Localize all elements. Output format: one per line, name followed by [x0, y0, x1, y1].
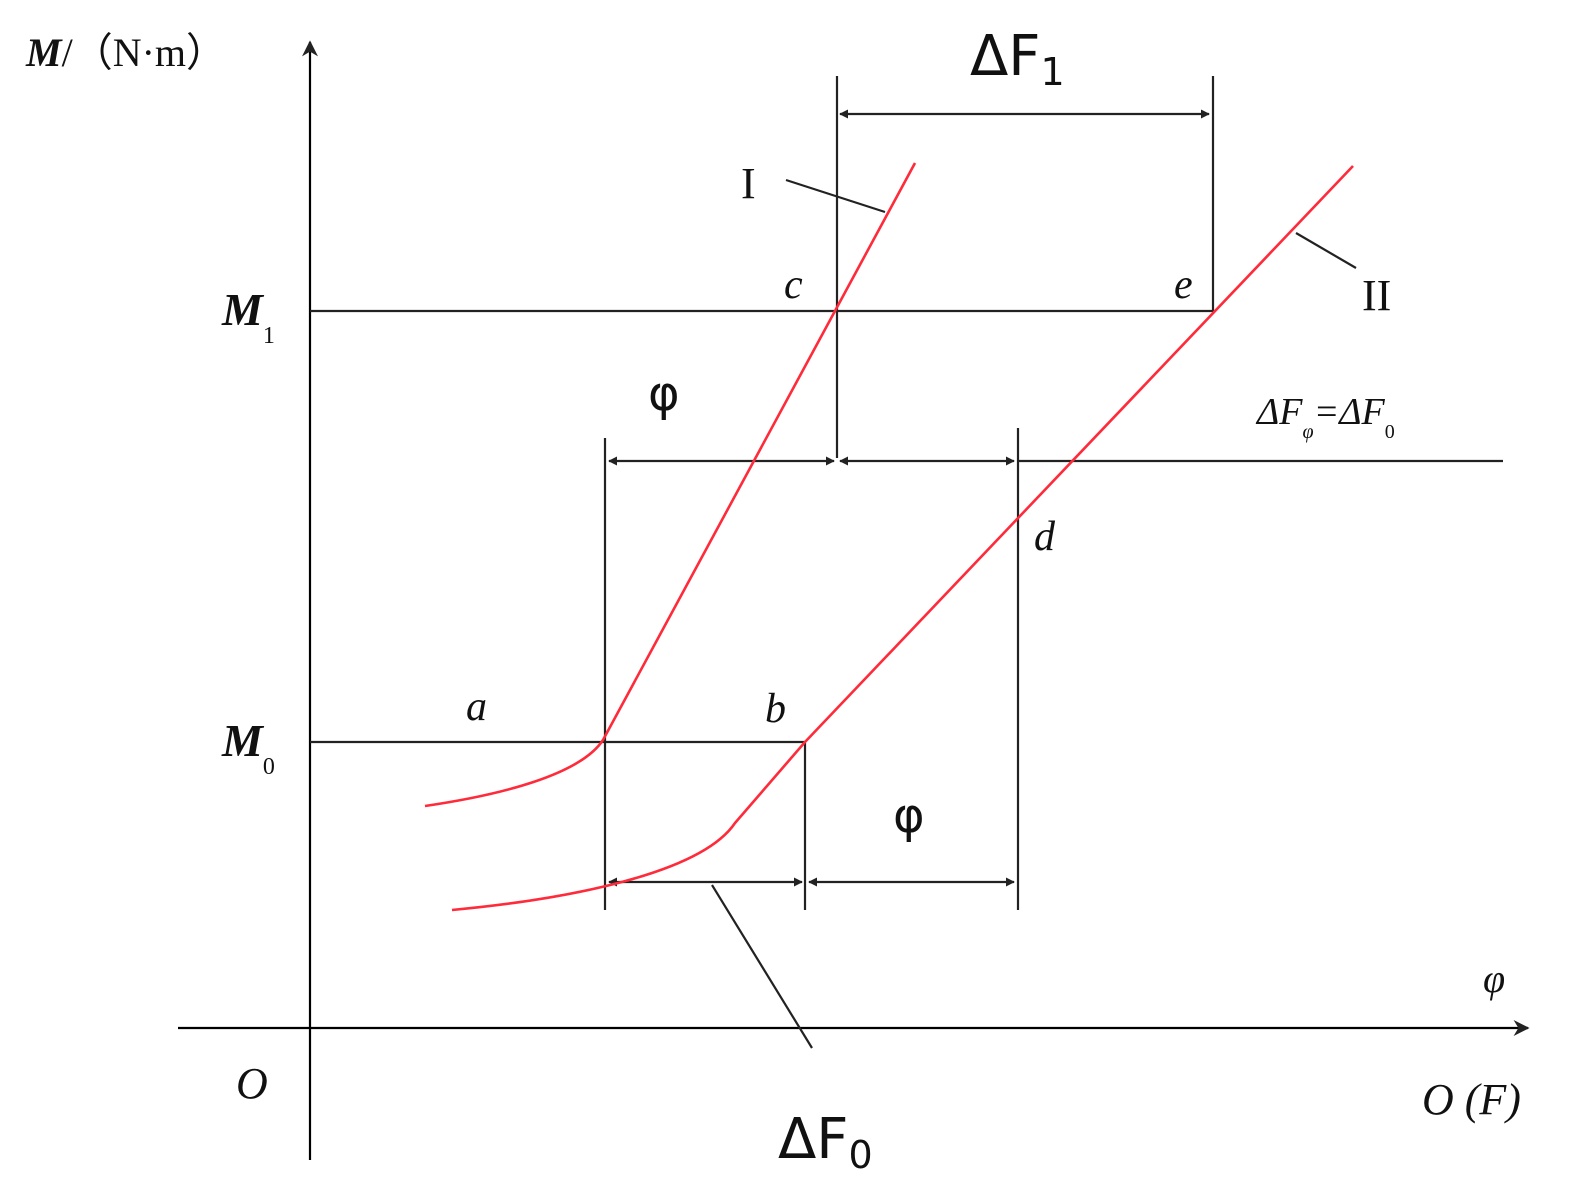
curve-i-label: I	[741, 159, 756, 208]
x-axis-phi-label: φ	[1483, 956, 1505, 1001]
m0-label: M0	[221, 715, 275, 780]
delta-f0-label: ΔF0	[778, 1107, 873, 1177]
curve-i-leader	[785, 178, 886, 214]
curve-ii-label: II	[1362, 271, 1391, 320]
point-c-label: c	[784, 262, 803, 308]
curve-ii-leader	[1295, 232, 1357, 269]
origin-label: O	[236, 1059, 268, 1108]
delta-f0-leader	[711, 884, 813, 1049]
point-e-label: e	[1174, 262, 1193, 308]
curve-ii	[451, 165, 1354, 912]
phi-upper-label: φ	[648, 366, 680, 422]
point-b-label: b	[765, 686, 786, 732]
x-axis-alt-label: O (F)	[1422, 1075, 1521, 1124]
m1-label: M1	[221, 284, 275, 349]
delta-f-phi-equation: ΔFφ=ΔF0	[1255, 391, 1395, 443]
delta-f1-label: ΔF1	[970, 24, 1065, 94]
point-d-label: d	[1034, 514, 1056, 560]
phi-lower-label: φ	[893, 788, 925, 844]
y-axis-label: M/（N·m）	[25, 30, 226, 75]
curve-i	[424, 162, 917, 808]
point-a-label: a	[466, 684, 487, 730]
